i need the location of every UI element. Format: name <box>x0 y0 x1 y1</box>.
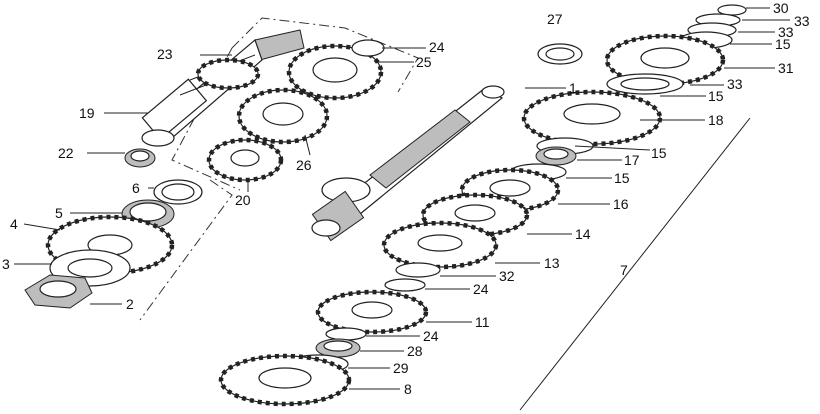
ring-24-mid <box>384 278 426 292</box>
label-28: 28 <box>407 343 423 359</box>
label-33-a: 33 <box>794 13 810 29</box>
washer-15-upper <box>606 73 684 95</box>
label-19: 19 <box>79 105 95 121</box>
part-number-labels: 30 33 33 15 31 33 15 27 24 25 23 1 19 18… <box>2 0 810 397</box>
label-15-c: 15 <box>651 145 667 161</box>
label-30: 30 <box>773 0 789 16</box>
mainshaft-1 <box>311 85 505 242</box>
label-33-c: 33 <box>727 76 743 92</box>
washer-27 <box>537 43 583 65</box>
label-5: 5 <box>55 205 63 221</box>
label-15-b: 15 <box>708 88 724 104</box>
label-17: 17 <box>624 152 640 168</box>
assembly-bracket <box>519 117 751 411</box>
label-8: 8 <box>404 381 412 397</box>
label-24-b: 24 <box>473 281 489 297</box>
label-16: 16 <box>613 196 629 212</box>
label-14: 14 <box>575 226 591 242</box>
nut-2 <box>24 274 93 309</box>
needle-bearing-22 <box>124 148 156 168</box>
gear-26 <box>236 87 330 145</box>
gear-8 <box>218 353 352 407</box>
ring-24-lower <box>325 327 367 341</box>
label-23: 23 <box>157 46 173 62</box>
label-33-b: 33 <box>778 24 794 40</box>
group-outline-lower <box>139 179 233 321</box>
gear-near-23 <box>195 57 261 91</box>
label-2: 2 <box>126 296 134 312</box>
washer-6 <box>153 179 203 205</box>
gear-18 <box>521 89 663 147</box>
gear-13 <box>381 220 499 270</box>
ring-24-upper <box>351 39 385 57</box>
label-24-c: 24 <box>423 328 439 344</box>
gear-11 <box>315 289 429 335</box>
gear-25 <box>286 43 384 101</box>
label-27: 27 <box>547 11 563 27</box>
label-22: 22 <box>58 145 74 161</box>
bearing-17 <box>535 146 577 166</box>
label-24-a: 24 <box>429 39 445 55</box>
label-4: 4 <box>10 216 18 232</box>
label-11: 11 <box>475 314 490 330</box>
label-29: 29 <box>393 360 409 376</box>
label-18: 18 <box>708 112 724 128</box>
label-1: 1 <box>569 80 577 96</box>
label-15-a: 15 <box>775 36 791 52</box>
label-3: 3 <box>2 256 10 272</box>
label-25: 25 <box>416 54 432 70</box>
label-7: 7 <box>620 262 628 278</box>
gear-20 <box>206 137 284 183</box>
leader-lines <box>14 7 790 390</box>
label-31: 31 <box>778 60 794 76</box>
label-15-d: 15 <box>614 170 630 186</box>
label-32: 32 <box>499 268 515 284</box>
label-20: 20 <box>235 192 251 208</box>
washer-32 <box>395 262 441 278</box>
shim-stack-33 <box>679 13 741 49</box>
label-6: 6 <box>132 180 140 196</box>
label-13: 13 <box>544 255 560 271</box>
bearing-28 <box>315 338 361 358</box>
label-26: 26 <box>296 157 312 173</box>
